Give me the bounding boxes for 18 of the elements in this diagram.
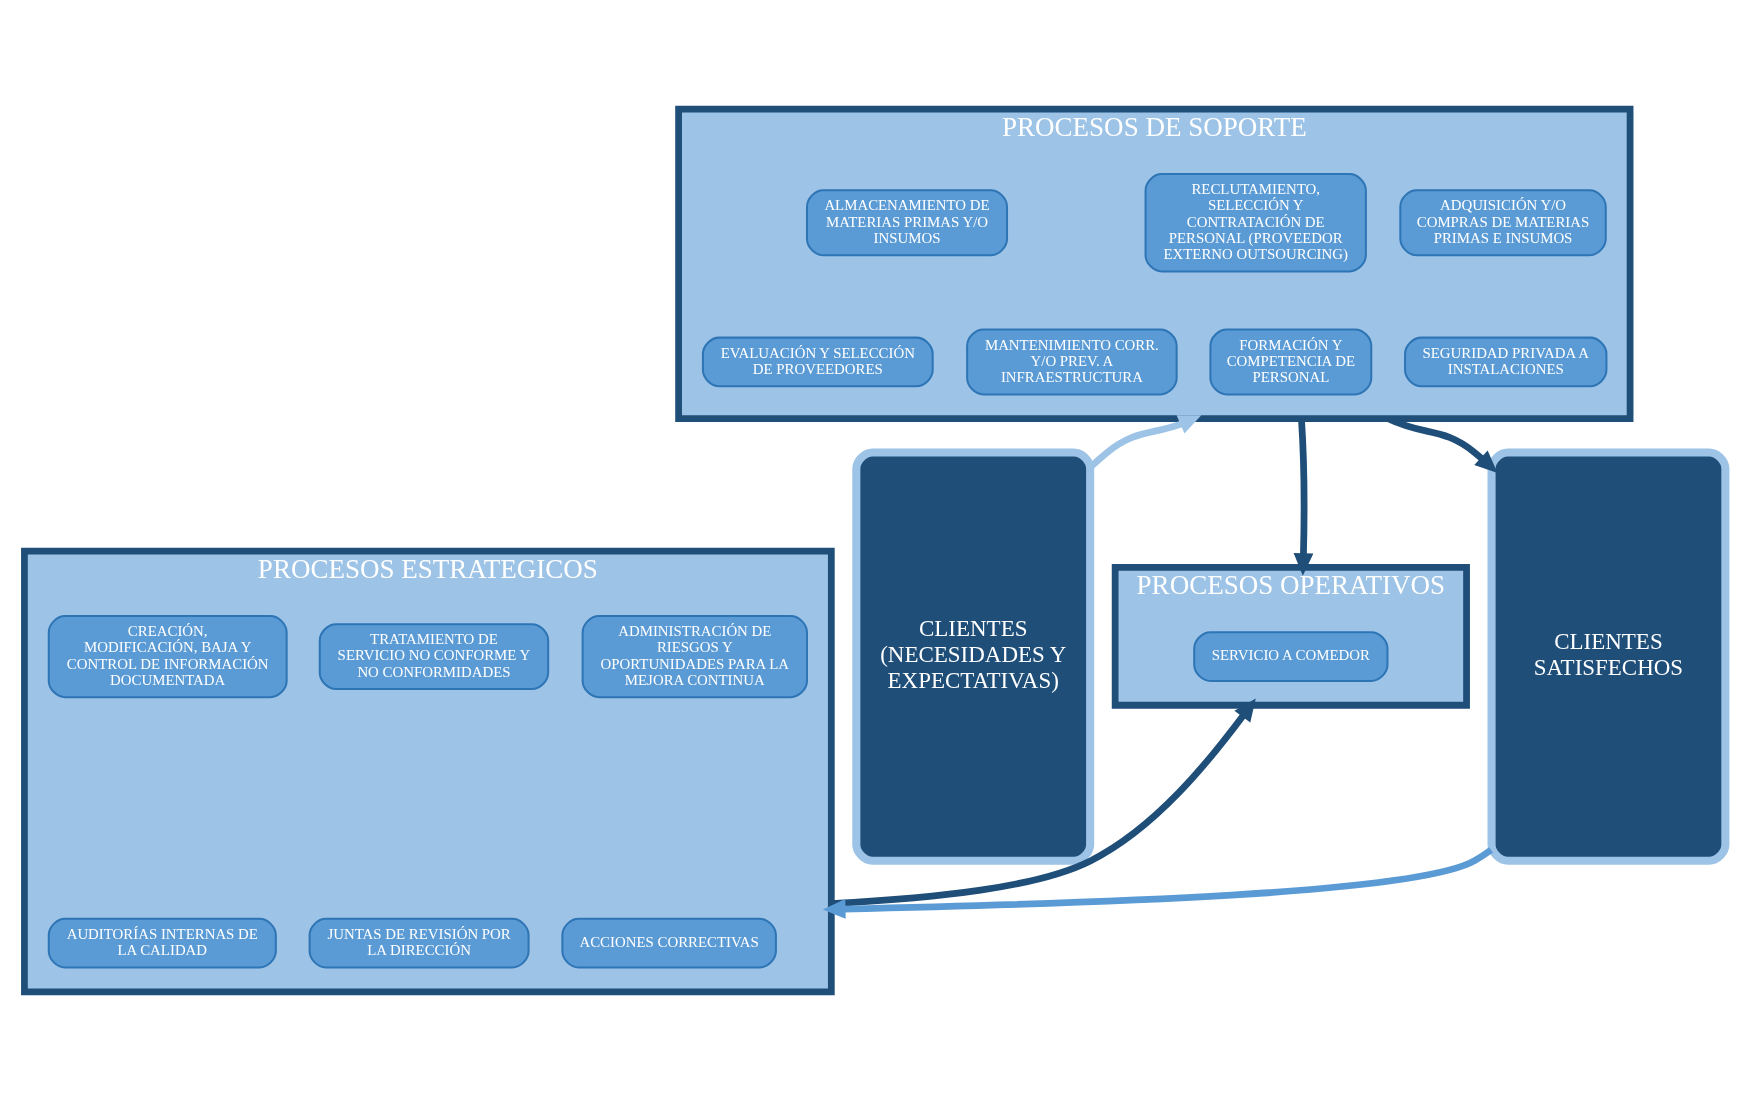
node-box: CREACIÓN, MODIFICACIÓN, BAJA Y CONTROL DE INFORMACIÓN DOCUMENTADA: [47, 614, 288, 698]
node-box: SEGURIDAD PRIVADA A INSTALACIONES: [1404, 336, 1608, 387]
node-box: EVALUACIÓN Y SELECCIÓN DE PROVEEDORES: [701, 336, 934, 387]
arrow: [831, 697, 1256, 907]
node-box: CLIENTES (NECESIDADES Y EXPECTATIVAS): [852, 447, 1095, 865]
node-box: FORMACIÓN Y COMPETENCIA DE PERSONAL: [1209, 328, 1373, 395]
node-box: MANTENIMIENTO CORR. Y/O PREV. A INFRAESTRUCTURA: [966, 328, 1178, 395]
node-box: ACCIONES CORRECTIVAS: [561, 917, 777, 968]
node-box: RECLUTAMIENTO, SELECCIÓN Y CONTRATACIÓN DE PERSONAL (PROVEEDOR EXTERNO OUTSOURCING): [1144, 172, 1367, 272]
node-box: ADQUISICIÓN Y/O COMPRAS DE MATERIAS PRIMAS E INSUMOS: [1399, 188, 1607, 256]
node-box: ADMINISTRACIÓN DE RIESGOS Y OPORTUNIDADES PARA LA MEJORA CONTINUA: [581, 614, 808, 698]
node-box: AUDITORÍAS INTERNAS DE LA CALIDAD: [47, 917, 277, 968]
node-box: ALMACENAMIENTO DE MATERIAS PRIMAS Y/O INSUMOS: [805, 188, 1009, 256]
arrow: [822, 846, 1493, 919]
node-box: JUNTAS DE REVISIÓN POR LA DIRECCIÓN: [308, 917, 530, 968]
node-box: CLIENTES SATISFECHOS: [1487, 447, 1730, 865]
node-box: SERVICIO A COMEDOR: [1193, 630, 1389, 682]
node-box: TRATAMIENTO DE SERVICIO NO CONFORME Y NO CONFORMIDADES: [318, 622, 550, 690]
